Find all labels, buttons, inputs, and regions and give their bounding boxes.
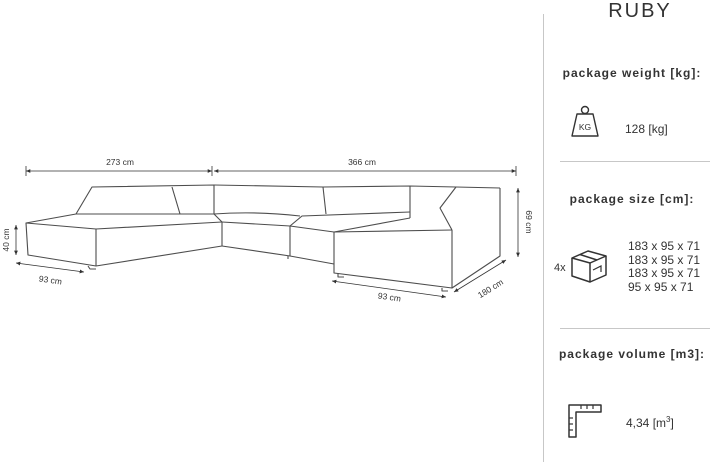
package-box-icon (571, 250, 607, 283)
dim-line-depth-left (15, 261, 85, 274)
dim-label-depth-left: 93 cm (38, 273, 62, 286)
volume-value-number: 4,34 [m (626, 416, 667, 430)
package-count: 4x (554, 262, 566, 274)
package-size-item: 183 x 95 x 71 (628, 252, 701, 267)
volume-heading: package volume [m3]: (558, 347, 706, 361)
dim-line-depth-right (331, 279, 447, 299)
volume-unit-superscript: 3 (666, 415, 671, 424)
weight-value: 128 [kg] (625, 122, 668, 136)
dim-line-length-right (453, 259, 507, 293)
panel-divider (543, 14, 544, 462)
weight-icon-label: KG (579, 122, 591, 132)
dim-label-width-left: 273 cm (106, 157, 134, 167)
sofa-drawing: 273 cm 366 cm 40 cm 69 cm 93 cm 93 cm 18… (1, 157, 534, 304)
size-heading: package size [cm]: (569, 192, 695, 206)
volume-value-end: ] (670, 416, 674, 430)
sofa-outline (25, 184, 501, 292)
volume-value: 4,34 [m3] (626, 415, 674, 430)
dim-label-length-right: 180 cm (476, 277, 505, 300)
package-size-item: 183 x 95 x 71 (628, 239, 701, 253)
section-divider-2 (560, 328, 710, 329)
weight-kg-icon: KG (571, 105, 599, 137)
dim-label-width-right: 366 cm (348, 157, 376, 167)
package-size-item: 95 x 95 x 71 (628, 279, 694, 294)
dim-label-seat-height: 40 cm (1, 228, 11, 251)
section-divider-1 (560, 161, 710, 162)
weight-heading: package weight [kg]: (562, 66, 702, 80)
package-size-list: 183 x 95 x 71 183 x 95 x 71 183 x 95 x 7… (628, 239, 701, 294)
package-size-item: 183 x 95 x 71 (628, 266, 701, 280)
dim-label-depth-right: 93 cm (377, 290, 401, 303)
product-title: RUBY (608, 0, 672, 22)
dim-label-total-height: 69 cm (524, 210, 534, 233)
dimension-lines (14, 166, 520, 299)
ruler-square-icon (568, 404, 602, 438)
